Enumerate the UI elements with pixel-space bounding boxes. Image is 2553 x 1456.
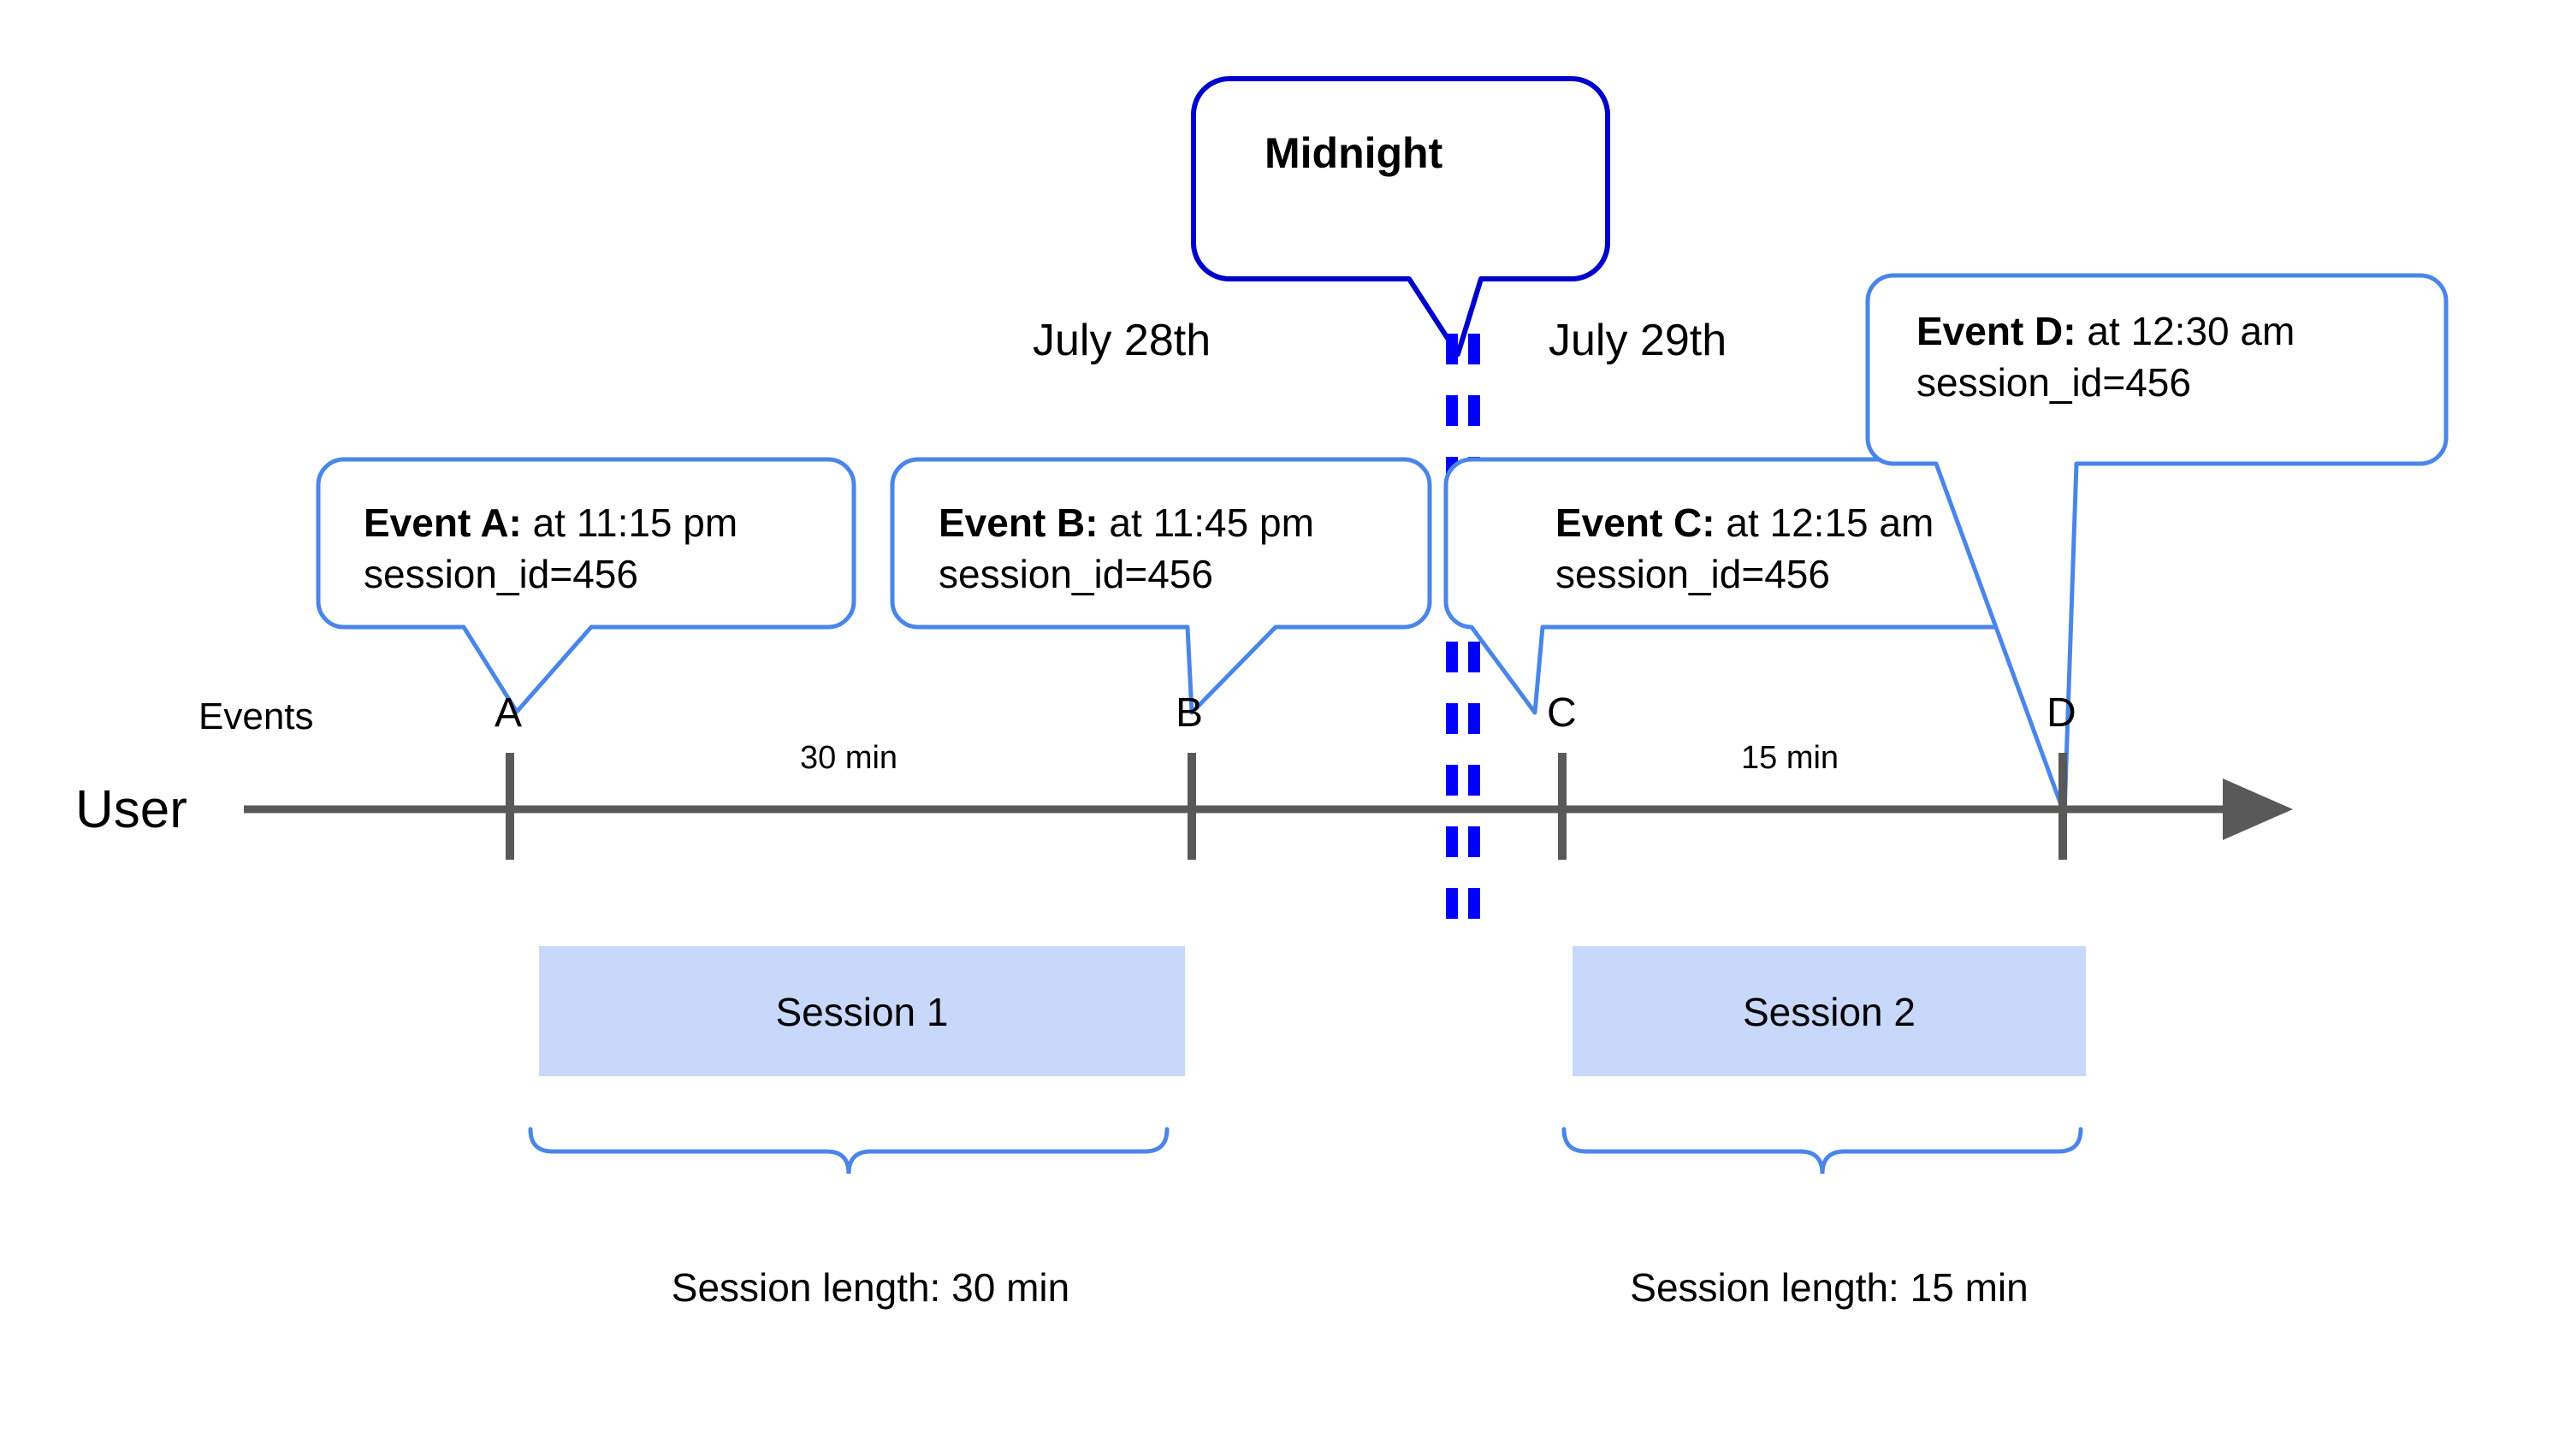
- tick-marker-a: [506, 753, 514, 860]
- duration-label-c-d: 15 min: [1741, 740, 1839, 776]
- event-a-time: at 11:15 pm: [532, 500, 738, 545]
- session-1-box: Session 1: [539, 946, 1185, 1076]
- event-b-callout-text: Event B: at 11:45 pm session_id=456: [939, 498, 1314, 601]
- date-label-july-29: July 29th: [1549, 316, 1727, 365]
- marker-letter-a: A: [495, 690, 523, 736]
- row-label-user: User: [75, 780, 187, 839]
- session-2-label: Session 2: [1742, 990, 1916, 1034]
- event-d-callout-text: Event D: at 12:30 am session_id=456: [1916, 306, 2295, 409]
- event-a-session-id: session_id=456: [364, 551, 638, 596]
- event-b-name: Event B:: [939, 500, 1099, 545]
- event-a-name: Event A:: [364, 500, 522, 545]
- session-2-box: Session 2: [1573, 946, 2086, 1076]
- event-d-name: Event D:: [1916, 309, 2076, 353]
- session-1-length-caption: Session length: 30 min: [671, 1265, 1070, 1310]
- midnight-label: Midnight: [1265, 129, 1443, 177]
- event-a-callout-text: Event A: at 11:15 pm session_id=456: [364, 498, 737, 601]
- session-2-length-caption: Session length: 15 min: [1630, 1265, 2029, 1310]
- event-c-callout-text: Event C: at 12:15 am session_id=456: [1555, 498, 1934, 601]
- duration-label-a-b: 30 min: [800, 740, 898, 776]
- event-c-time: at 12:15 am: [1726, 500, 1934, 545]
- event-a-time-spacer: [522, 500, 533, 545]
- timeline-axis: [244, 778, 2293, 840]
- tick-marker-b: [1188, 753, 1196, 860]
- marker-letter-d: D: [2047, 690, 2076, 736]
- session-2-brace: [1561, 1127, 2083, 1175]
- midnight-divider-lines: [1446, 334, 1480, 920]
- event-d-session-id: session_id=456: [1916, 359, 2191, 405]
- event-b-time: at 11:45 pm: [1109, 500, 1314, 545]
- event-c-time-spacer: [1715, 500, 1727, 545]
- row-label-events: Events: [198, 695, 314, 737]
- event-c-session-id: session_id=456: [1555, 551, 1830, 596]
- marker-letter-c: C: [1547, 690, 1577, 736]
- event-c-name: Event C:: [1555, 500, 1715, 545]
- session-1-label: Session 1: [775, 990, 949, 1034]
- event-b-time-spacer: [1099, 500, 1110, 545]
- session-1-brace: [528, 1127, 1170, 1175]
- midnight-callout-shape: [1191, 76, 1610, 357]
- event-d-time: at 12:30 am: [2087, 309, 2295, 353]
- tick-marker-c: [1558, 753, 1567, 860]
- marker-letter-b: B: [1176, 690, 1204, 736]
- event-d-time-spacer: [2076, 309, 2088, 353]
- event-b-session-id: session_id=456: [939, 551, 1213, 596]
- tick-marker-d: [2058, 753, 2067, 860]
- date-label-july-28: July 28th: [1033, 316, 1211, 365]
